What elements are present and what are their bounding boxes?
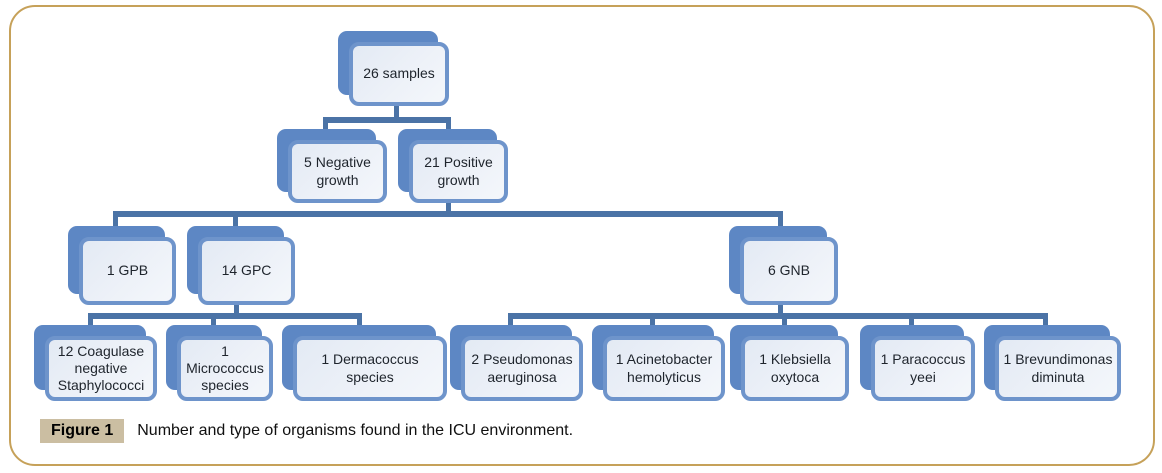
connector-positive-drop xyxy=(446,119,451,133)
node-label: 1 GPB xyxy=(106,262,149,279)
node-label: 21 Positive growth xyxy=(424,154,493,188)
figure-caption-label: Figure 1 xyxy=(40,419,125,443)
node-box: 1 Brevundimonas diminuta xyxy=(995,336,1121,401)
node-26-samples: 26 samples xyxy=(338,31,449,106)
node-negative-growth: 5 Negative growth xyxy=(277,129,387,203)
connector-level2-hline xyxy=(323,117,451,123)
node-box: 2 Pseudomonas aeruginosa xyxy=(461,336,583,401)
node-label: 1 Paracoccus yeei xyxy=(880,351,966,385)
node-micrococcus: 1 Micrococcus species xyxy=(166,325,273,401)
node-label: 1 Acinetobacter hemolyticus xyxy=(615,351,713,385)
node-label: 1 Brevundimonas diminuta xyxy=(1003,351,1113,385)
figure-caption: Figure 1 Number and type of organisms fo… xyxy=(40,419,573,443)
node-box: 1 Micrococcus species xyxy=(177,336,273,401)
node-box: 5 Negative growth xyxy=(288,140,387,203)
node-klebsiella: 1 Klebsiella oxytoca xyxy=(730,325,849,401)
node-box: 1 Dermacoccus species xyxy=(293,336,447,401)
node-box: 1 GPB xyxy=(79,237,176,305)
node-box: 1 Paracoccus yeei xyxy=(871,336,975,401)
connector-gpc-drop xyxy=(233,213,238,228)
node-label: 5 Negative growth xyxy=(304,154,371,188)
node-box: 21 Positive growth xyxy=(409,140,508,203)
connector-micrococcus-drop xyxy=(211,315,216,327)
node-label: 6 GNB xyxy=(767,262,810,279)
connector-brevundimonas-drop xyxy=(1043,315,1048,327)
node-label: 2 Pseudomonas aeruginosa xyxy=(471,351,573,385)
node-gnb: 6 GNB xyxy=(729,226,838,305)
node-label: 1 Micrococcus species xyxy=(186,342,264,394)
connector-positive-stub xyxy=(446,201,451,214)
node-gpc: 14 GPC xyxy=(187,226,295,305)
node-box: 12 Coagulase negative Staphylococci xyxy=(45,336,157,401)
node-box: 1 Klebsiella oxytoca xyxy=(741,336,849,401)
node-acinetobacter: 1 Acinetobacter hemolyticus xyxy=(592,325,725,401)
node-pseudomonas: 2 Pseudomonas aeruginosa xyxy=(450,325,583,401)
connector-dermacoccus-drop xyxy=(357,315,362,327)
node-positive-growth: 21 Positive growth xyxy=(398,129,508,203)
connector-negative-drop xyxy=(323,119,328,133)
node-dermacoccus: 1 Dermacoccus species xyxy=(282,325,447,401)
node-box: 26 samples xyxy=(349,42,449,106)
node-label: 1 Klebsiella oxytoca xyxy=(759,351,831,385)
connector-paracoccus-drop xyxy=(909,315,914,327)
node-brevundimonas: 1 Brevundimonas diminuta xyxy=(984,325,1121,401)
node-paracoccus: 1 Paracoccus yeei xyxy=(860,325,975,401)
node-gpb: 1 GPB xyxy=(68,226,176,305)
node-box: 14 GPC xyxy=(198,237,295,305)
connector-level3-hline xyxy=(113,211,783,217)
node-box: 1 Acinetobacter hemolyticus xyxy=(603,336,725,401)
connector-gpc-stub xyxy=(234,303,239,316)
connector-acinetobacter-drop xyxy=(650,315,655,327)
connector-gnb-children-hline xyxy=(508,313,1048,319)
node-label: 14 GPC xyxy=(221,262,272,279)
connector-gpb-drop xyxy=(113,213,118,228)
connector-pseudomonas-drop xyxy=(508,315,513,327)
node-box: 6 GNB xyxy=(740,237,838,305)
connector-klebsiella-drop xyxy=(782,315,787,327)
figure-caption-text: Number and type of organisms found in th… xyxy=(137,422,574,439)
connector-gnb-drop xyxy=(778,213,783,228)
connector-coagulase-drop xyxy=(88,315,93,327)
connector-gpc-children-hline xyxy=(88,313,362,319)
node-label: 26 samples xyxy=(363,65,435,82)
node-label: 1 Dermacoccus species xyxy=(321,351,419,385)
node-label: 12 Coagulase negative Staphylococci xyxy=(57,342,145,394)
connector-gnb-stub xyxy=(778,303,783,316)
connector-samples-stub xyxy=(394,104,399,120)
node-coagulase-staphylococci: 12 Coagulase negative Staphylococci xyxy=(34,325,157,401)
